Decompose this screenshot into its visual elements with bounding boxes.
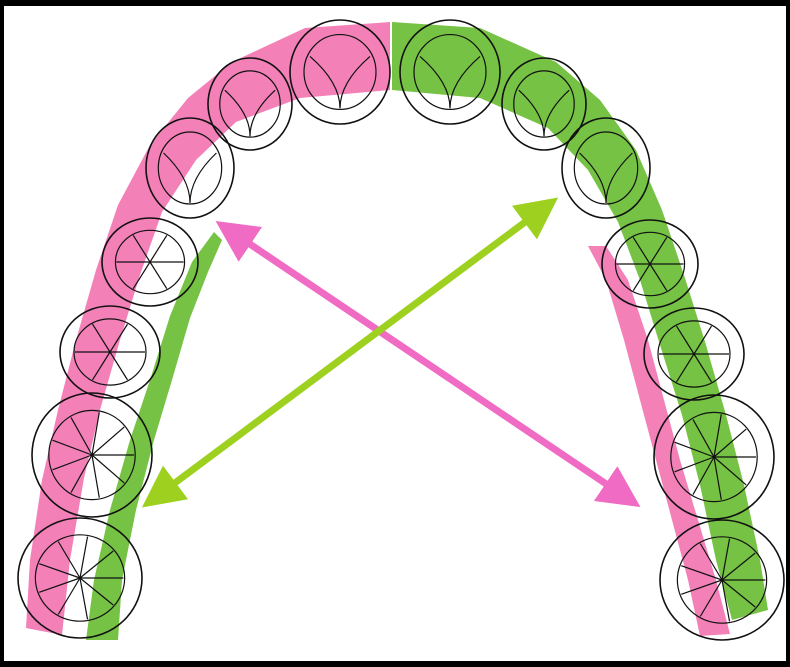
dental-arch-diagram [0,0,790,667]
arch-canvas [0,0,790,667]
